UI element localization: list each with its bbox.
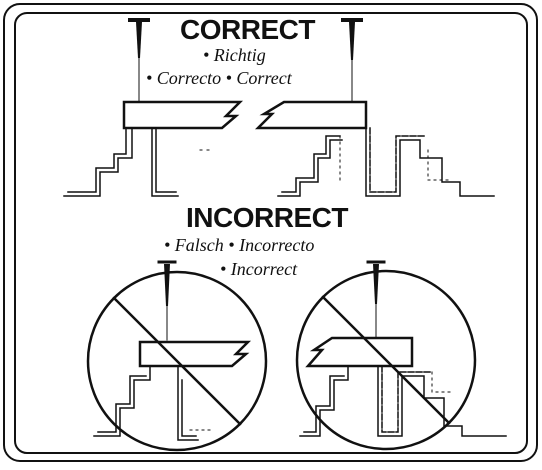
incorrect-right-board <box>305 336 414 368</box>
incorrect-right-nail-icon <box>366 260 386 339</box>
incorrect-left-board <box>138 340 252 368</box>
inner-frame <box>14 12 528 454</box>
outer-frame <box>3 3 538 462</box>
incorrect-left-hose <box>93 365 213 441</box>
incorrect-caption-line1: • Falsch • Incorrecto <box>164 235 315 255</box>
incorrect-left-prohibition-icon <box>86 270 268 452</box>
correct-left-hose <box>63 127 213 197</box>
incorrect-heading: INCORRECT <box>186 202 348 233</box>
incorrect-left-nail-icon <box>157 260 177 341</box>
correct-left-board <box>122 100 244 130</box>
correct-right-board <box>254 100 368 130</box>
correct-left-nail-icon <box>128 18 150 103</box>
correct-caption-line2: • Correcto • Correct <box>146 68 292 88</box>
correct-caption-line1: • Richtig <box>203 45 266 65</box>
correct-right-nail-icon <box>341 18 363 103</box>
incorrect-right-prohibition-icon <box>295 269 477 451</box>
incorrect-caption-line2: • Incorrect <box>220 259 298 279</box>
correct-right-hose <box>277 127 495 197</box>
incorrect-right-hose <box>299 365 507 437</box>
correct-heading: CORRECT <box>180 14 315 45</box>
